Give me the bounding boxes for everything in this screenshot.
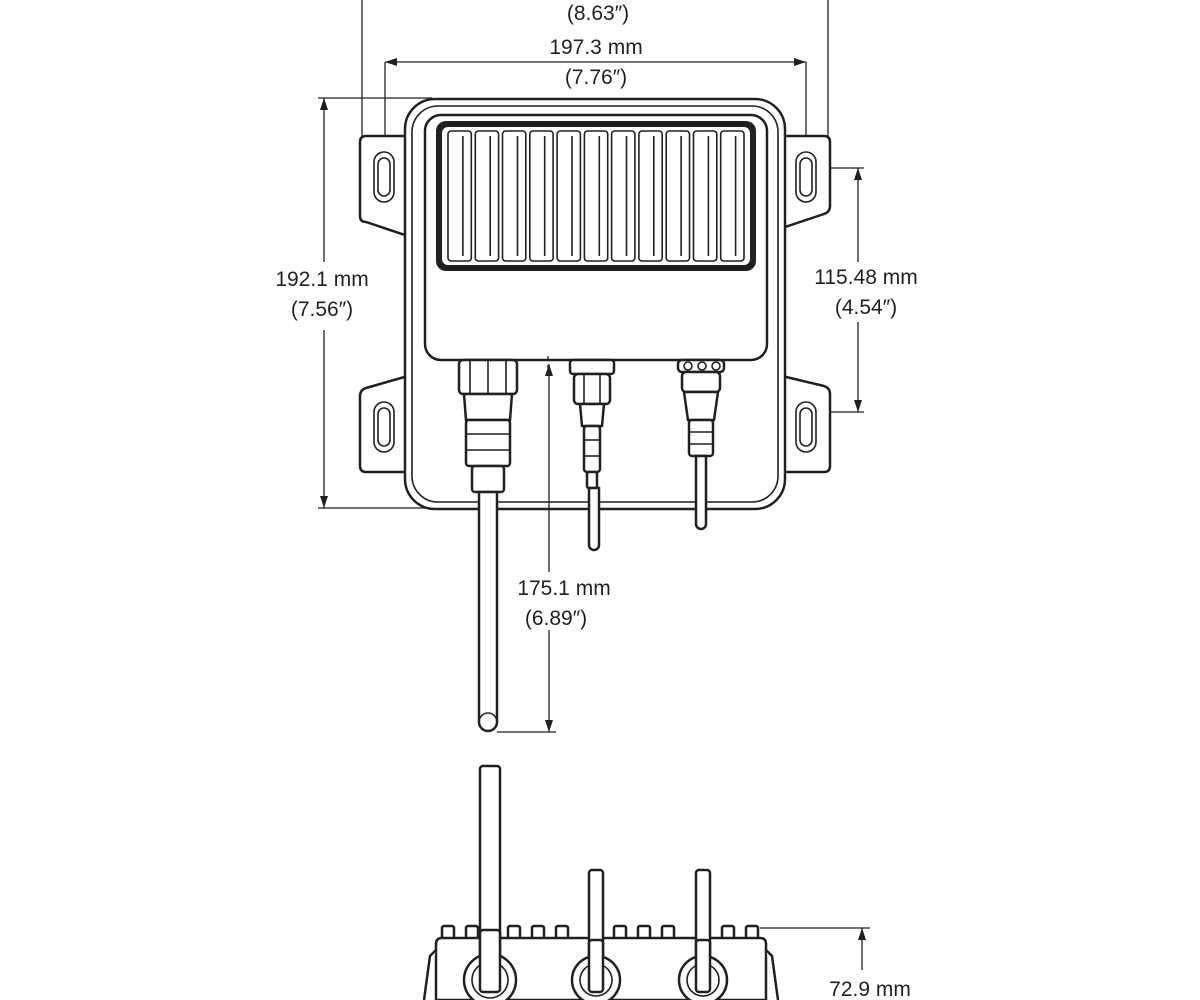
connectors-top-view: [457, 358, 726, 494]
hole-spacing-inches-label: (4.54″): [835, 296, 897, 319]
heat-sink-fin: [528, 130, 554, 262]
heat-sink-fin: [638, 130, 664, 262]
heat-sink-fin: [583, 130, 609, 262]
cable-clearance-mm-label: 175.1 mm: [517, 577, 610, 600]
cable-clearance-inches-label: (6.89″): [525, 607, 587, 630]
heat-sink-fin: [665, 130, 691, 262]
cables-top-view: [477, 454, 708, 733]
height-dimension: 192.1 mm (7.56″): [275, 97, 440, 509]
overall-width-dimension: (8.63″): [361, 0, 829, 148]
heat-sink-fin: [719, 130, 745, 262]
device-side-view: [422, 764, 780, 1000]
body-width-inches-label: (7.76″): [565, 66, 627, 89]
depth-mm-label: 72.9 mm: [829, 978, 911, 1000]
heat-sink-fin: [692, 130, 718, 262]
heat-sink-fin: [610, 130, 636, 262]
heat-sink-fin: [447, 130, 473, 262]
height-inches-label: (7.56″): [291, 298, 353, 321]
hole-spacing-dimension: 115.48 mm (4.54″): [812, 167, 918, 413]
hole-spacing-mm-label: 115.48 mm: [814, 266, 918, 289]
heat-sink-fin: [556, 130, 582, 262]
body-width-mm-label: 197.3 mm: [549, 36, 642, 59]
cable-clearance-dimension: 175.1 mm (6.89″): [497, 356, 611, 733]
heat-sink-fins: [447, 130, 745, 262]
heat-sink-fin: [474, 130, 500, 262]
height-mm-label: 192.1 mm: [275, 268, 368, 291]
body-width-dimension: 197.3 mm (7.76″): [384, 36, 807, 148]
mounting-ears: [358, 134, 832, 474]
overall-width-inches-label: (8.63″): [567, 2, 629, 25]
depth-dimension: 72.9 mm: [760, 927, 911, 1000]
heat-sink-fin: [501, 130, 527, 262]
